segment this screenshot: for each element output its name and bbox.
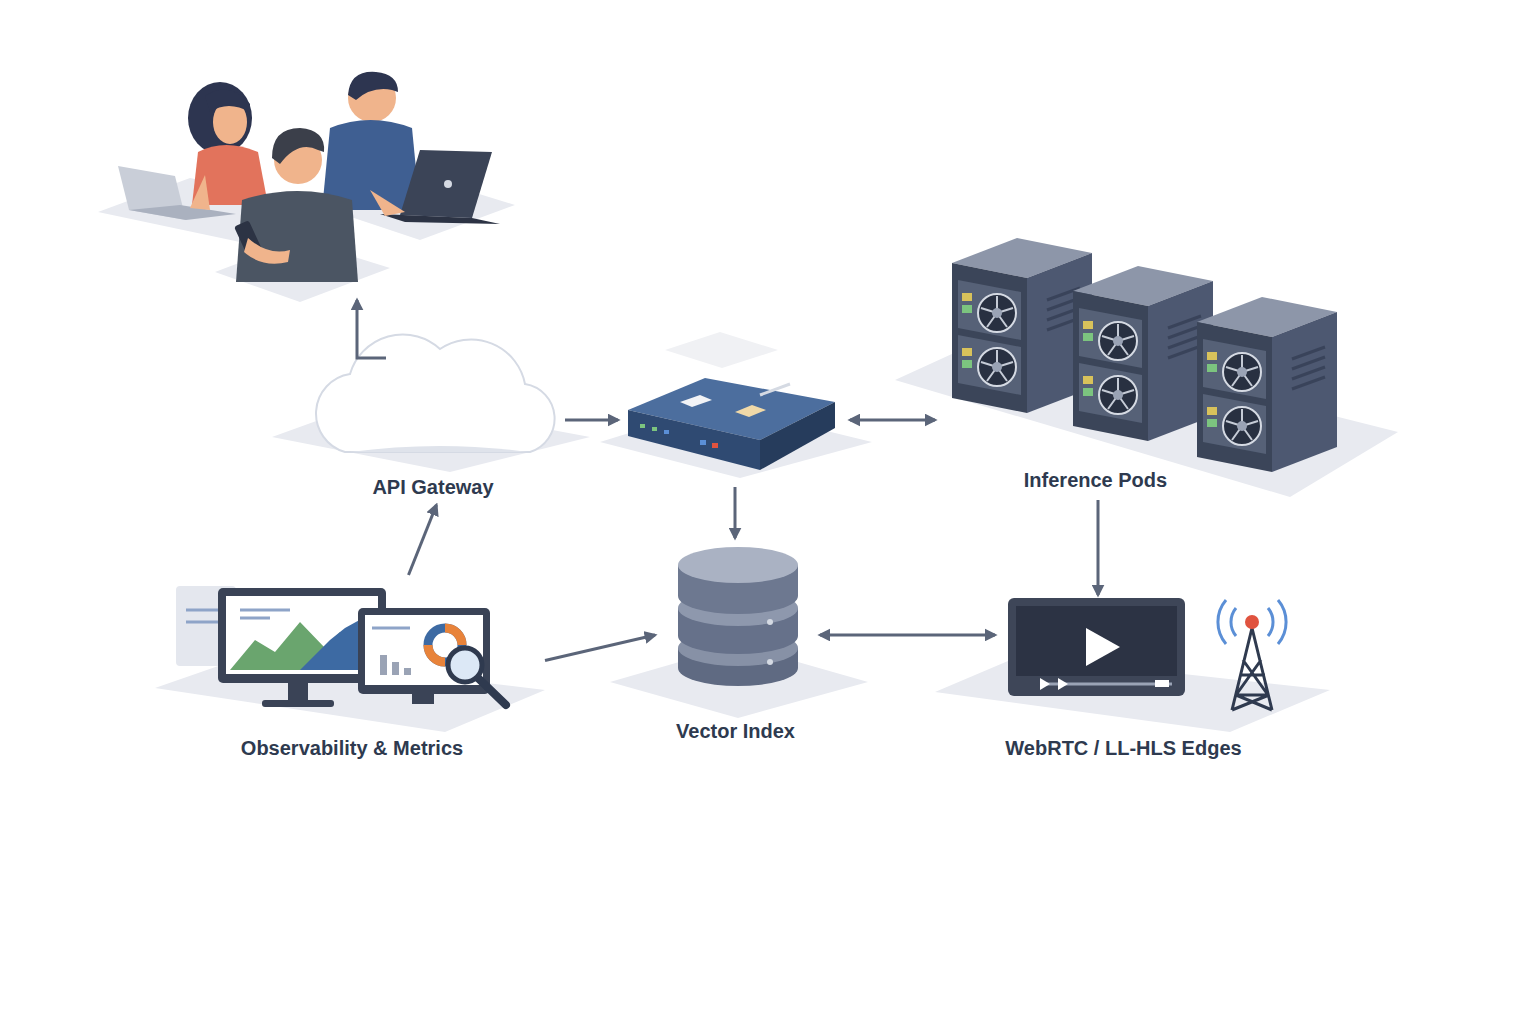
cloud-illustration <box>272 334 590 472</box>
component-node: WebRTC / LL-HLS Edges <box>995 595 1320 765</box>
monitoring-illustration-part <box>404 668 411 675</box>
streaming-illustration-part <box>1268 600 1286 644</box>
users-illustration-part <box>190 175 210 210</box>
router-illustration-part <box>628 410 760 470</box>
database-illustration <box>610 547 868 718</box>
flow-arrow <box>1097 500 1100 595</box>
users-illustration-part <box>380 214 500 224</box>
streaming-illustration-part <box>1245 615 1259 629</box>
monitoring-illustration-part <box>428 645 445 662</box>
component-node: Vector Index <box>655 545 820 745</box>
node-label: API Gateway <box>273 474 593 500</box>
monitoring-illustration-part <box>448 648 482 682</box>
monitoring-illustration-part <box>380 655 387 675</box>
streaming-illustration-part <box>1008 598 1185 696</box>
router-illustration-part <box>712 443 718 448</box>
flow-arrow <box>409 505 437 575</box>
users-illustration-part <box>205 90 250 112</box>
monitoring-illustration-part <box>445 628 462 645</box>
router-illustration-part <box>680 395 712 407</box>
monitoring-illustration-part <box>358 608 490 694</box>
monitoring-illustration-part <box>365 615 483 685</box>
router-illustration-part <box>760 402 835 470</box>
layout-arrows-part <box>357 300 386 358</box>
layout-arrows-part <box>734 487 737 538</box>
router-illustration-part <box>700 440 706 445</box>
monitoring-illustration-part <box>262 700 334 707</box>
streaming-illustration-part <box>1016 606 1177 676</box>
monitoring-illustration-part <box>412 694 434 704</box>
users-illustration <box>98 72 515 302</box>
router-illustration-part <box>735 405 766 417</box>
users-illustration-part <box>129 205 236 220</box>
flow-arrow <box>545 635 655 661</box>
database-illustration-part <box>678 547 798 583</box>
streaming-illustration-part <box>1086 628 1120 666</box>
flow-arrow <box>820 633 995 636</box>
router-illustration-part <box>652 427 657 431</box>
component-node: API Gateway <box>270 335 590 505</box>
cloud-illustration-part <box>316 334 555 452</box>
users-illustration-part <box>348 72 398 100</box>
layout-arrows-part <box>565 419 618 422</box>
component-node: Inference Pods <box>895 235 1400 500</box>
node-label: Observability & Metrics <box>157 735 547 761</box>
users-illustration-part <box>272 128 324 164</box>
cloud-illustration-part <box>350 446 528 452</box>
router-illustration-part <box>640 424 645 428</box>
component-node: Observability & Metrics <box>155 575 545 765</box>
router-illustration <box>600 332 872 478</box>
users-illustration-part <box>244 238 290 264</box>
users-illustration-part <box>370 190 405 216</box>
monitoring-illustration-part <box>288 683 308 701</box>
monitoring-illustration-part <box>372 627 410 630</box>
server-illustration <box>895 238 1398 497</box>
database-illustration-part <box>767 659 773 665</box>
streaming-illustration-part <box>1232 628 1272 710</box>
node-label: Vector Index <box>653 718 818 744</box>
streaming-illustration <box>935 598 1330 732</box>
monitoring-illustration-part <box>226 596 378 674</box>
streaming-illustration-part <box>1218 600 1236 644</box>
layout-arrows-part <box>850 419 935 422</box>
node-label: WebRTC / LL-HLS Edges <box>961 735 1286 761</box>
server-illustration-part <box>952 238 1092 413</box>
monitoring-illustration-part <box>240 610 290 618</box>
router-illustration-part <box>664 430 669 434</box>
users-illustration-part <box>188 82 252 154</box>
layout-arrows <box>357 300 935 538</box>
router-illustration-part <box>665 332 778 368</box>
server-illustration-part <box>1073 266 1213 441</box>
monitoring-illustration-part <box>478 678 506 705</box>
streaming-illustration-part <box>1058 678 1068 690</box>
users-illustration-part <box>400 150 492 218</box>
node-label: Inference Pods <box>843 467 1348 493</box>
streaming-illustration-part <box>1040 678 1050 690</box>
router-illustration-part <box>760 384 790 395</box>
database-illustration-part <box>767 619 773 625</box>
users-illustration-part <box>444 180 452 188</box>
monitoring-illustration <box>155 586 545 732</box>
streaming-illustration-part <box>1155 680 1169 687</box>
server-illustration-part <box>1197 297 1337 472</box>
monitoring-illustration-part <box>392 662 399 675</box>
